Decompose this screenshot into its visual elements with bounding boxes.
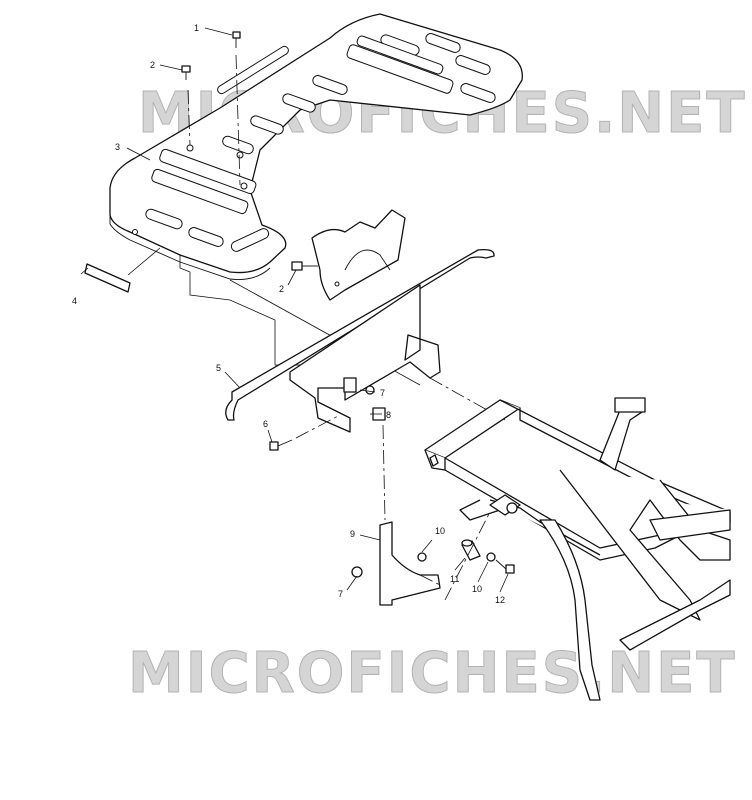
- callout-11: 11: [450, 574, 459, 584]
- mounting-plate: [289, 284, 441, 433]
- spacer-tube: [461, 539, 481, 561]
- rack-rail: [225, 248, 495, 421]
- callout-10-right: 10: [472, 584, 482, 594]
- rear-rack: [109, 13, 523, 280]
- bolt-right: [495, 559, 515, 574]
- reflector: [84, 247, 161, 293]
- callout-9: 9: [350, 529, 355, 539]
- support-post: [351, 521, 441, 606]
- screw-top-left: [181, 65, 191, 146]
- callout-10-left: 10: [435, 526, 445, 536]
- callout-leaders: [80, 27, 509, 593]
- callout-5: 5: [216, 363, 221, 373]
- bolt-side: [269, 414, 341, 451]
- callout-7-lower: 7: [338, 589, 343, 599]
- callout-8: 8: [386, 410, 391, 420]
- callout-6: 6: [263, 419, 268, 429]
- callout-2-bracket: 2: [279, 284, 284, 294]
- center-bracket: [311, 209, 406, 301]
- callout-4: 4: [72, 296, 77, 306]
- nut-right: [486, 552, 496, 562]
- bolt-upper: [291, 261, 318, 271]
- callout-2-top: 2: [150, 60, 155, 70]
- atv-frame: [424, 397, 731, 701]
- callout-12: 12: [495, 595, 505, 605]
- screw-top-right: [232, 31, 241, 186]
- callout-3: 3: [115, 142, 120, 152]
- callout-7-upper: 7: [380, 388, 385, 398]
- watermark-bottom: MICROFICHES.NET: [128, 641, 737, 706]
- callout-1-top: 1: [194, 23, 199, 33]
